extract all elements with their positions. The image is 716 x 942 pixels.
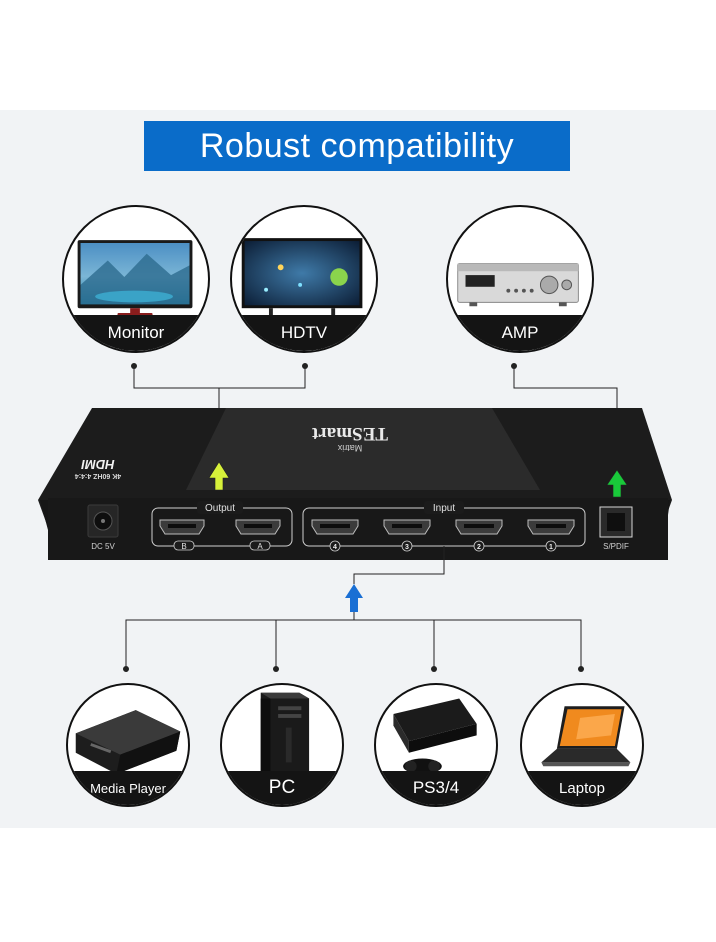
title-banner: Robust compatibility — [144, 121, 570, 171]
device-hdtv: HDTV — [230, 205, 378, 353]
port-number-2: 2 — [477, 544, 481, 551]
wire-dot — [431, 666, 437, 672]
device-label: Monitor — [64, 315, 208, 351]
brand-plate: TESmart Matrix — [311, 423, 388, 453]
device-label: Media Player — [68, 771, 188, 805]
dc-label: DC 5V — [91, 542, 115, 551]
spdif-port — [599, 506, 633, 538]
port-badge — [329, 540, 341, 552]
wire-dot — [578, 666, 584, 672]
amplifier-icon — [457, 262, 579, 307]
wire-dot — [131, 363, 137, 369]
wire-dot — [511, 363, 517, 369]
spec-text: 4K 60HZ 4:4:4 — [75, 472, 121, 479]
input-group-label: Input — [433, 503, 455, 514]
device-ps: PS3/4 — [374, 683, 498, 807]
hdmi-badge: HDMI 4K 60HZ 4:4:4 — [75, 457, 121, 479]
device-monitor: Monitor — [62, 205, 210, 353]
device-label: HDTV — [232, 315, 376, 351]
hdmi-port-output-a — [235, 519, 281, 535]
port-badge — [473, 540, 485, 552]
device-laptop: Laptop — [520, 683, 644, 807]
output-group-label: Output — [205, 503, 235, 514]
port-number-1: 1 — [549, 544, 553, 551]
model-name: Matrix — [337, 443, 362, 453]
input-group-tag — [424, 501, 464, 514]
laptop-icon — [541, 706, 631, 767]
hdmi-port-input-4 — [311, 519, 359, 535]
device-label: PC — [222, 771, 342, 805]
output-group-tag — [197, 501, 243, 514]
device-label: Laptop — [522, 771, 642, 805]
spdif-label: S/PDIF — [603, 542, 629, 551]
port-badge — [545, 540, 557, 552]
hdmi-port-input-2 — [455, 519, 503, 535]
hdmi-logo: HDMI — [81, 457, 115, 472]
port-badge — [401, 540, 413, 552]
input-arrow-icon — [345, 584, 363, 612]
device-label: AMP — [448, 315, 592, 351]
wire-dot — [273, 666, 279, 672]
hdmi-port-output-b — [159, 519, 205, 535]
port-label-b: B — [181, 542, 186, 551]
port-tag — [249, 540, 271, 551]
brand-name: TESmart — [311, 423, 388, 444]
device-amp: AMP — [446, 205, 594, 353]
hdmi-port-input-3 — [383, 519, 431, 535]
input-wires — [125, 546, 582, 668]
port-number-4: 4 — [333, 544, 337, 551]
wire-dot — [302, 363, 308, 369]
spdif-arrow-icon — [606, 469, 628, 498]
output-arrow-icon — [208, 461, 230, 491]
dc-jack — [87, 504, 119, 538]
hdmi-port-input-1 — [527, 519, 575, 535]
port-number-3: 3 — [405, 544, 409, 551]
device-media-player: Media Player — [66, 683, 190, 807]
page-title: Robust compatibility — [199, 126, 515, 165]
device-label: PS3/4 — [376, 771, 496, 805]
game-console-icon — [393, 698, 477, 775]
device-pc: PC — [220, 683, 344, 807]
port-tag — [173, 540, 195, 551]
media-player-icon — [75, 710, 181, 775]
wire-dot — [123, 666, 129, 672]
port-label-a: A — [257, 542, 263, 551]
hdtv-icon — [241, 238, 363, 316]
pc-tower-icon — [260, 692, 310, 778]
